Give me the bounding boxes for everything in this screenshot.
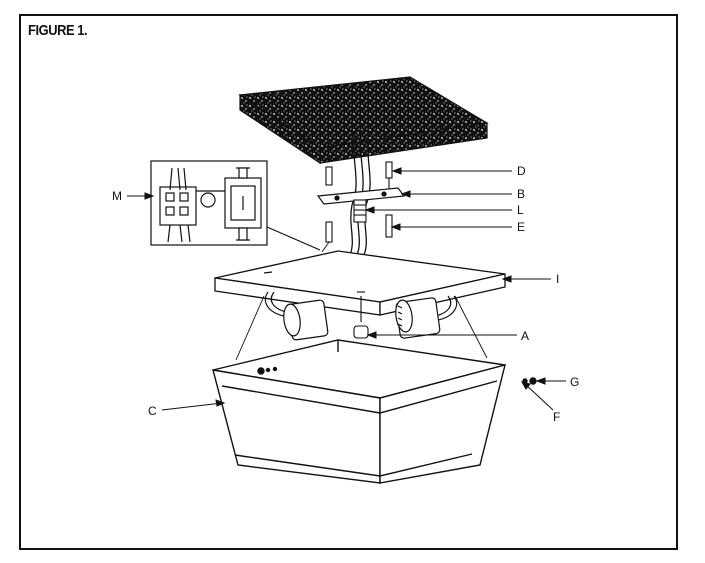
label-e: E — [517, 220, 525, 234]
center-stud — [353, 199, 367, 223]
label-c: C — [148, 404, 157, 418]
label-i: I — [556, 272, 559, 286]
mounting-bracket — [316, 187, 406, 205]
part-labels: D B L E I A G F C M — [112, 164, 579, 424]
alignment-lines — [235, 241, 488, 361]
label-l: L — [517, 203, 524, 217]
figure-border — [19, 14, 678, 550]
glass-shade — [212, 339, 537, 484]
finial-nut — [353, 291, 369, 339]
label-m: M — [112, 189, 122, 203]
label-b: B — [517, 187, 525, 201]
canopy-plate — [214, 250, 506, 316]
lamp-sockets — [264, 291, 458, 341]
ceiling — [238, 76, 489, 165]
mounting-screws — [325, 128, 393, 243]
label-a: A — [521, 329, 529, 343]
label-d: D — [517, 164, 526, 178]
label-g: G — [570, 375, 579, 389]
figure-title: FIGURE 1. — [28, 22, 88, 39]
wire-connector-inset — [150, 160, 321, 251]
leader-lines — [127, 167, 566, 411]
label-f: F — [553, 410, 560, 424]
